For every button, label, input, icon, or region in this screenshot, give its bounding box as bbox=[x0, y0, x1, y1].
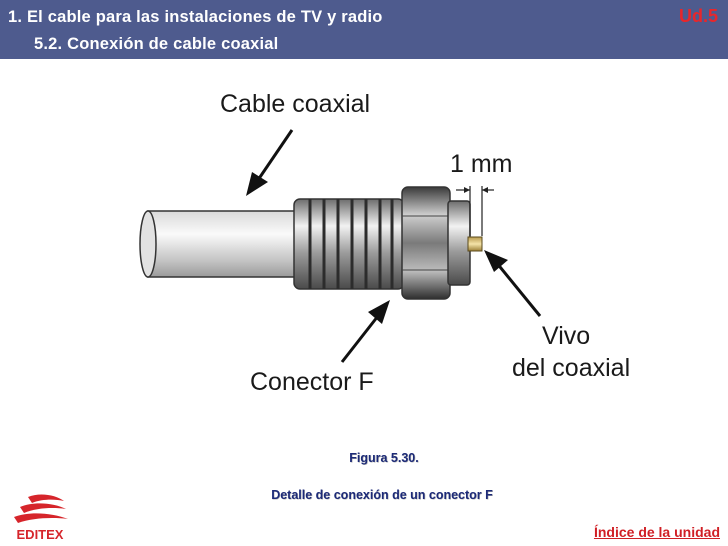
connector-nut bbox=[401, 186, 451, 300]
center-conductor-pin bbox=[467, 236, 483, 252]
subsection-title: 5.2. Conexión de cable coaxial bbox=[34, 35, 279, 53]
unit-index-link[interactable]: Índice de la unidad bbox=[593, 524, 720, 540]
section-title: 1. El cable para las instalaciones de TV… bbox=[8, 8, 383, 26]
slide-header: 1. El cable para las instalaciones de TV… bbox=[0, 0, 728, 59]
label-vivo: Vivo bbox=[542, 322, 590, 350]
coaxial-connector-figure: Cable coaxial 1 mm Conector F Vivo del c… bbox=[139, 90, 630, 396]
label-del-coaxial: del coaxial bbox=[512, 354, 630, 382]
label-conector-f: Conector F bbox=[250, 368, 374, 396]
arrow-vivo bbox=[484, 250, 542, 317]
arrow-cable bbox=[246, 129, 294, 196]
logo-text: EDITEX bbox=[17, 527, 64, 542]
label-1mm: 1 mm bbox=[450, 150, 513, 178]
unit-label: Ud.5 bbox=[678, 6, 718, 26]
editex-logo: EDITEX bbox=[8, 494, 72, 542]
connector-sleeve bbox=[293, 198, 405, 290]
label-cable-coaxial: Cable coaxial bbox=[220, 90, 370, 118]
figure-number: Figura 5.30. bbox=[349, 451, 419, 465]
connector-front bbox=[447, 200, 471, 286]
arrow-connector bbox=[340, 300, 390, 363]
cable-body bbox=[139, 210, 301, 278]
dimension-marker bbox=[456, 186, 494, 236]
figure-description: Detalle de conexión de un conector F bbox=[271, 488, 493, 502]
